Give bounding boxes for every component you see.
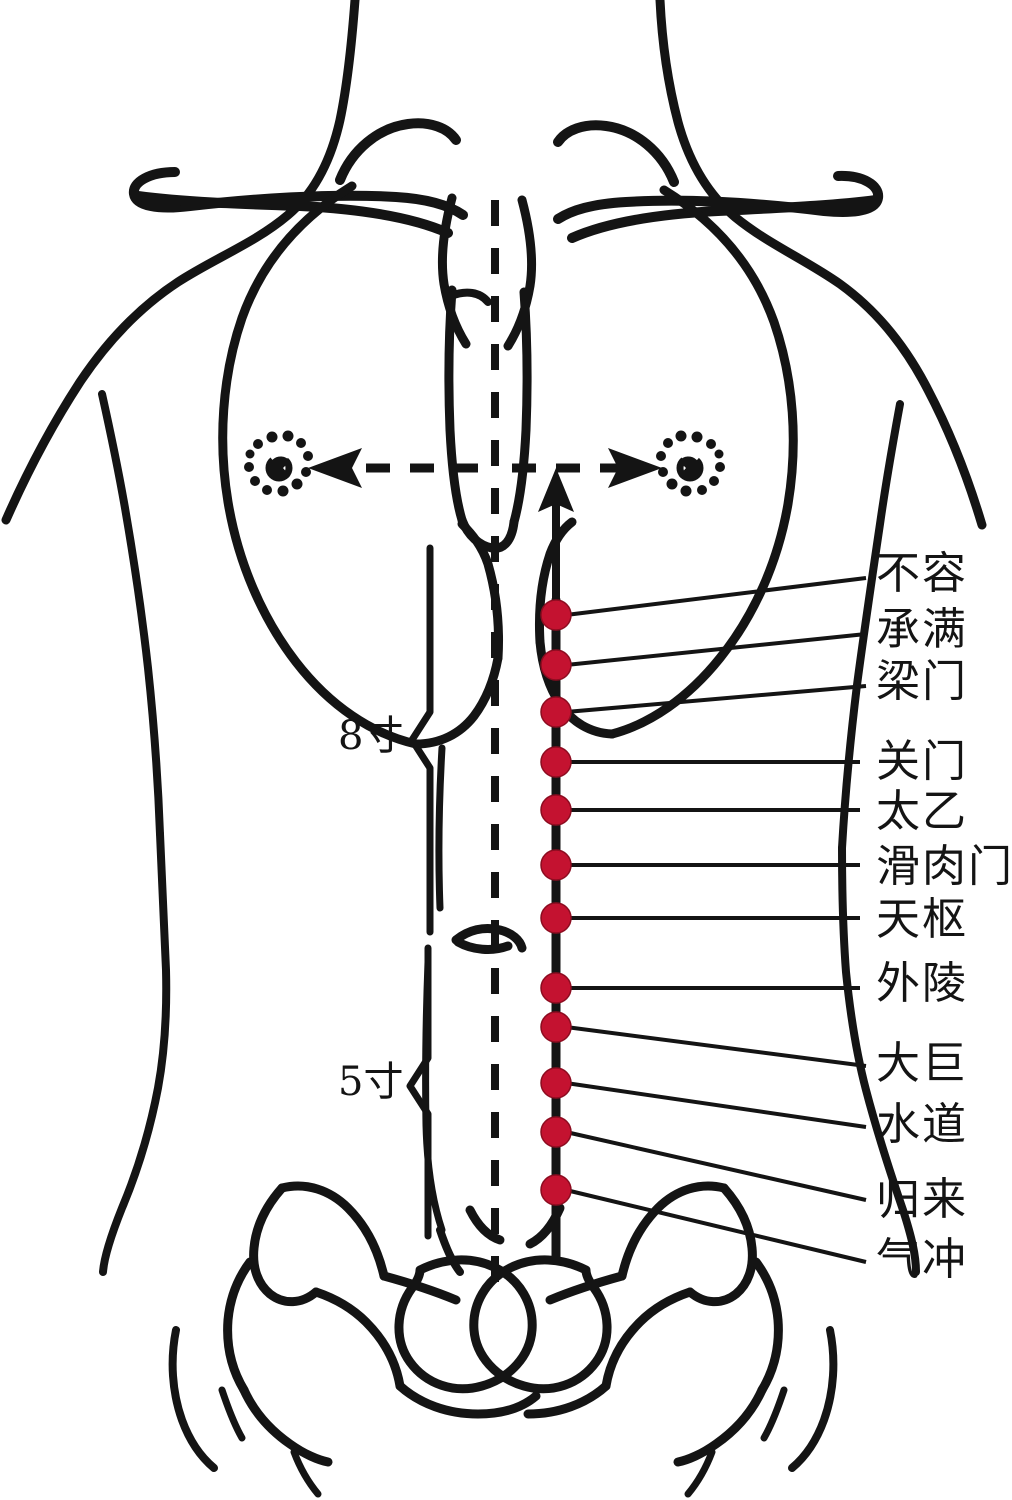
acupoint-label-天枢: 天枢 <box>876 894 968 945</box>
acupoint-label-太乙: 太乙 <box>876 786 968 837</box>
left-neck-shoulder-contour <box>1 0 360 525</box>
right-ilium <box>685 1183 757 1307</box>
right-hip-detail-2 <box>684 1448 716 1498</box>
right-torso-flank-contour <box>838 844 920 1276</box>
acupoint-dot-天枢[interactable] <box>540 902 572 934</box>
right-ilium-body <box>601 1287 695 1391</box>
right-arm-inner-contour <box>838 400 904 852</box>
acupoint-dot-不容[interactable] <box>540 599 572 631</box>
acupoint-dot-梁门[interactable] <box>540 696 572 728</box>
right-pubic-arch <box>523 1381 611 1419</box>
acupoint-label-不容: 不容 <box>876 548 968 599</box>
right-obturator-foramen <box>469 1255 612 1394</box>
acupoint-dot-滑肉门[interactable] <box>540 849 572 881</box>
right-nipple-marker <box>656 430 725 497</box>
leader-line-不容 <box>565 576 867 617</box>
acupoint-label-归来: 归来 <box>876 1174 968 1225</box>
right-clavicle-lower-edge <box>567 195 881 243</box>
right-femoral-head-edge <box>788 1326 838 1472</box>
measurement-bracket-5cun <box>406 944 432 1240</box>
left-costal-margin-upper <box>457 519 503 663</box>
acupoint-label-大巨: 大巨 <box>876 1038 968 1089</box>
left-ilium <box>249 1183 321 1307</box>
right-iliac-crest <box>617 1181 729 1281</box>
acupoint-dot-水道[interactable] <box>540 1067 572 1099</box>
left-ribcage-outer-contour <box>218 181 421 749</box>
acupoint-label-滑肉门: 滑肉门 <box>876 841 1012 892</box>
acupoint-label-承满: 承满 <box>876 604 968 655</box>
acupoint-label-外陵: 外陵 <box>876 958 968 1009</box>
leader-line-大巨 <box>565 1025 867 1068</box>
leader-line-梁门 <box>565 684 867 714</box>
sternum-body-left <box>444 285 467 525</box>
left-arm-inner-contour <box>98 390 164 838</box>
left-clavicle-lower-edge <box>133 191 453 238</box>
pubic-symphysis-top <box>465 1205 505 1245</box>
right-ribcage-outer-contour <box>607 185 798 739</box>
left-iliac-crest <box>277 1181 389 1281</box>
nipple-line-left-arrowhead <box>308 448 362 488</box>
left-costal-margin <box>411 653 503 749</box>
left-hip-detail-2 <box>290 1448 322 1498</box>
acupoint-dot-关门[interactable] <box>540 746 572 778</box>
right-ischium <box>673 1385 767 1467</box>
left-torso-flank-contour <box>99 830 171 1276</box>
nipple-line-right-arrowhead <box>608 448 662 488</box>
right-costal-margin-upper <box>535 517 577 647</box>
acupoint-dot-归来[interactable] <box>540 1116 572 1148</box>
acupoint-label-梁门: 梁门 <box>876 656 968 707</box>
leader-line-水道 <box>565 1081 867 1129</box>
acupoint-dot-气冲[interactable] <box>540 1174 572 1206</box>
manubrium-outline-right <box>503 195 537 351</box>
left-ilium-body <box>311 1287 405 1391</box>
right-first-rib-arc <box>553 120 679 187</box>
sacral-outline <box>436 1226 464 1276</box>
acupoint-dots-group <box>540 599 572 1206</box>
umbilicus <box>451 923 527 954</box>
measurement-label-5cun: 5寸 <box>338 1059 404 1105</box>
left-femoral-head-edge <box>168 1326 218 1472</box>
left-nipple-marker <box>244 430 313 497</box>
acupoint-dot-太乙[interactable] <box>540 794 572 826</box>
manubrium-outline <box>437 193 471 349</box>
acupoint-label-气冲: 气冲 <box>876 1234 968 1285</box>
measurement-bracket-8cun <box>408 544 434 936</box>
nipple-level-reference-line <box>308 448 662 488</box>
acupoint-label-关门: 关门 <box>876 736 968 787</box>
leader-lines-group <box>565 576 867 1264</box>
left-pubic-arch <box>395 1381 541 1419</box>
sternum-body-right <box>509 287 532 527</box>
left-rectus-border <box>435 744 446 912</box>
left-ischium <box>239 1385 333 1467</box>
acupoint-dot-大巨[interactable] <box>540 1011 572 1043</box>
measurement-label-8cun: 8寸 <box>338 713 404 759</box>
right-superior-pubic-ramus <box>545 1271 627 1305</box>
leader-line-归来 <box>565 1130 867 1202</box>
left-obturator-foramen <box>394 1255 537 1394</box>
right-hip-detail <box>760 1386 788 1442</box>
leader-line-承满 <box>565 632 867 667</box>
left-ilium-inner <box>223 1257 255 1395</box>
acupoint-label-水道: 水道 <box>876 1099 968 1150</box>
right-neck-shoulder-contour <box>655 0 987 530</box>
left-superior-pubic-ramus <box>379 1271 461 1305</box>
right-ilium-inner <box>751 1257 783 1395</box>
acupoint-dot-承满[interactable] <box>540 649 572 681</box>
leader-line-气冲 <box>565 1188 867 1264</box>
left-hip-detail <box>218 1386 246 1442</box>
midline-to-nipple-vertical-arrow <box>538 468 574 610</box>
sternal-angle-hook <box>447 288 492 306</box>
left-first-rib-arc <box>335 118 461 185</box>
acupoint-dot-外陵[interactable] <box>540 972 572 1004</box>
